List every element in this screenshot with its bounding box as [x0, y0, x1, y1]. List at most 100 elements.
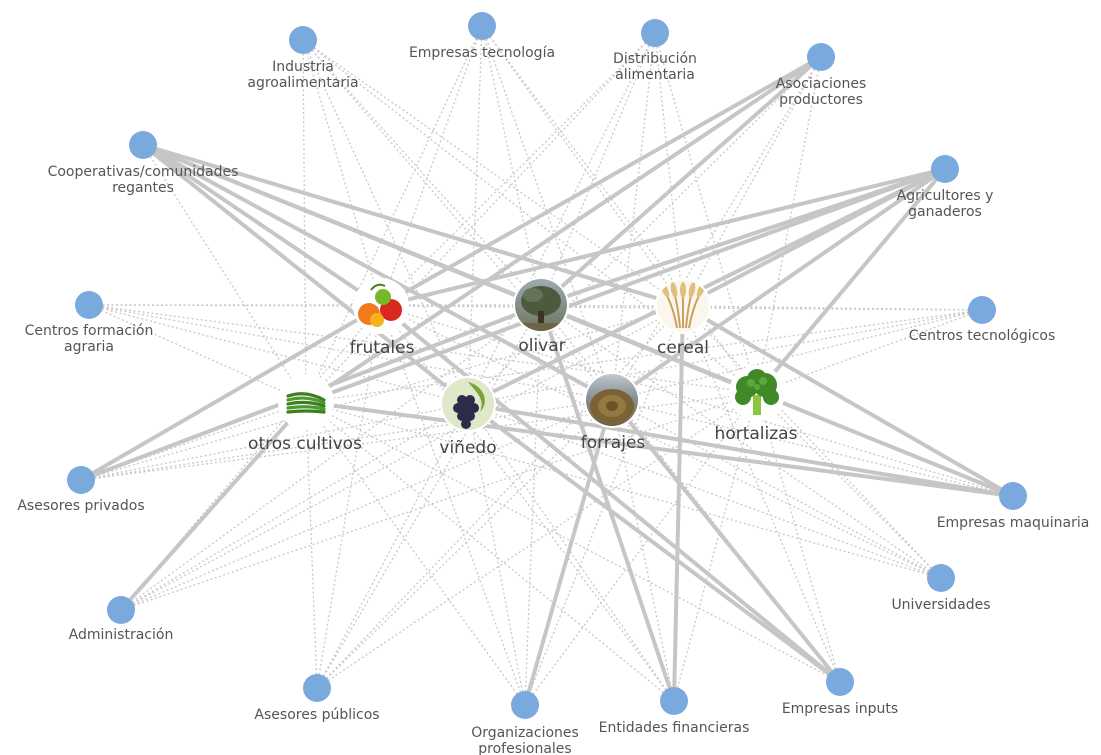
stakeholder-dot[interactable] — [289, 26, 317, 54]
stakeholder-node-asesores_pub[interactable]: Asesores públicos — [254, 674, 380, 723]
stakeholder-dot[interactable] — [129, 131, 157, 159]
weak-link-tecnologia-otros_cultivos — [305, 25, 483, 403]
weak-link-industria-cereal — [302, 39, 684, 307]
weak-link-organizaciones-frutales — [380, 305, 526, 706]
stakeholder-label: agraria — [64, 339, 114, 355]
stakeholder-dot[interactable] — [999, 482, 1027, 510]
crop-node-vinedo[interactable]: viñedo — [438, 374, 498, 458]
weak-link-centros_tec-vinedo — [467, 309, 983, 405]
weak-link-distribucion-cereal — [654, 32, 684, 307]
stakeholder-dot[interactable] — [807, 43, 835, 71]
stakeholder-label: Asesores privados — [17, 498, 144, 514]
stakeholder-label: Empresas maquinaria — [937, 515, 1090, 531]
stakeholder-label: Centros tecnológicos — [909, 328, 1056, 344]
strong-link-agricultores-vinedo — [467, 167, 946, 406]
weak-link-centros_tec-cereal — [682, 305, 983, 311]
crop-node-hortalizas[interactable]: hortalizas — [715, 363, 798, 444]
stakeholder-dot[interactable] — [511, 691, 539, 719]
stakeholder-label: Empresas tecnología — [409, 45, 555, 61]
weak-link-cooperativas-otros_cultivos — [142, 144, 307, 403]
stakeholder-label: Cooperativas/comunidades — [48, 164, 239, 180]
weak-link-universidades-frutales — [380, 305, 942, 579]
weak-link-tecnologia-forrajes — [481, 25, 613, 401]
stakeholder-node-administracion[interactable]: Administración — [69, 596, 174, 643]
stakeholder-dot[interactable] — [931, 155, 959, 183]
crop-node-cereal[interactable]: cereal — [653, 276, 713, 358]
fruit-icon[interactable] — [351, 276, 411, 336]
stakeholder-label: Administración — [69, 627, 174, 643]
stakeholder-node-centros_tec[interactable]: Centros tecnológicos — [909, 296, 1056, 344]
stakeholder-node-financieras[interactable]: Entidades financieras — [599, 687, 750, 736]
strong-link-asociaciones-frutales — [380, 55, 822, 308]
stakeholder-node-tecnologia[interactable]: Empresas tecnología — [409, 12, 555, 61]
strong-link-financieras-olivar — [539, 304, 676, 702]
crop-node-olivar[interactable]: olivar — [511, 275, 571, 356]
stakeholder-dot[interactable] — [660, 687, 688, 715]
strong-link-cooperativas-forrajes — [142, 143, 613, 402]
stakeholder-node-maquinaria[interactable]: Empresas maquinaria — [937, 482, 1090, 531]
weak-link-industria-frutales — [302, 39, 382, 307]
weak-link-tecnologia-cereal — [481, 25, 684, 307]
stakeholder-dot[interactable] — [927, 564, 955, 592]
strong-link-asociaciones-olivar — [539, 55, 823, 307]
stakeholder-dot[interactable] — [826, 668, 854, 696]
green-beans-icon[interactable] — [276, 372, 336, 432]
broccoli-icon[interactable] — [727, 363, 787, 423]
weak-link-inputs-hortalizas — [756, 392, 841, 683]
weak-link-universidades-forrajes — [611, 399, 942, 579]
crop-node-forrajes[interactable]: forrajes — [581, 370, 646, 453]
crop-label: otros cultivos — [248, 434, 362, 454]
crop-node-otros_cultivos[interactable]: otros cultivos — [248, 372, 362, 454]
stakeholder-dot[interactable] — [107, 596, 135, 624]
crop-label: frutales — [350, 338, 415, 358]
weak-link-organizaciones-olivar — [524, 304, 542, 706]
stakeholder-dot[interactable] — [75, 291, 103, 319]
stakeholder-dot[interactable] — [968, 296, 996, 324]
wheat-icon[interactable] — [653, 276, 713, 336]
weak-link-centros_tec-hortalizas — [756, 309, 983, 394]
strong-link-cooperativas-cereal — [142, 143, 684, 308]
weak-link-industria-hortalizas — [302, 39, 758, 394]
crop-label: olivar — [518, 336, 565, 356]
weak-link-administracion-olivar — [120, 304, 542, 611]
stakeholder-dot[interactable] — [303, 674, 331, 702]
stakeholder-dot[interactable] — [67, 466, 95, 494]
stakeholder-label: Centros formación — [25, 323, 154, 339]
strong-links — [79, 55, 1014, 706]
stakeholder-node-universidades[interactable]: Universidades — [891, 564, 991, 613]
grapes-icon[interactable] — [438, 374, 498, 434]
weak-link-industria-otros_cultivos — [302, 39, 307, 403]
hay-bale-icon[interactable] — [582, 370, 642, 430]
crop-node-frutales[interactable]: frutales — [350, 276, 415, 358]
weak-link-administracion-frutales — [120, 305, 382, 611]
olive-tree-icon[interactable] — [511, 275, 571, 335]
stakeholder-label: Agricultores y — [897, 188, 994, 204]
weak-link-distribucion-otros_cultivos — [305, 32, 656, 403]
stakeholder-node-inputs[interactable]: Empresas inputs — [782, 668, 898, 717]
weak-link-organizaciones-vinedo — [467, 403, 526, 706]
weak-link-organizaciones-otros_cultivos — [305, 401, 526, 706]
weak-link-asesores_pub-frutales — [316, 305, 382, 689]
strong-link-inputs-frutales — [379, 304, 842, 684]
stakeholder-dot[interactable] — [641, 19, 669, 47]
weak-link-financieras-hortalizas — [673, 392, 758, 702]
crop-nodes: frutales olivar cereal otros cultivos viñedo… — [248, 275, 798, 458]
stakeholder-label: Distribución — [613, 51, 697, 67]
stakeholder-dot[interactable] — [468, 12, 496, 40]
weak-link-financieras-forrajes — [611, 399, 675, 702]
strong-link-maquinaria-otros_cultivos — [305, 400, 1014, 498]
stakeholder-label: Industria — [272, 59, 334, 75]
stakeholder-label: Entidades financieras — [599, 720, 750, 736]
weak-link-distribucion-hortalizas — [654, 32, 758, 394]
stakeholder-node-asesores_priv[interactable]: Asesores privados — [17, 466, 145, 514]
weak-link-inputs-cereal — [682, 305, 841, 683]
